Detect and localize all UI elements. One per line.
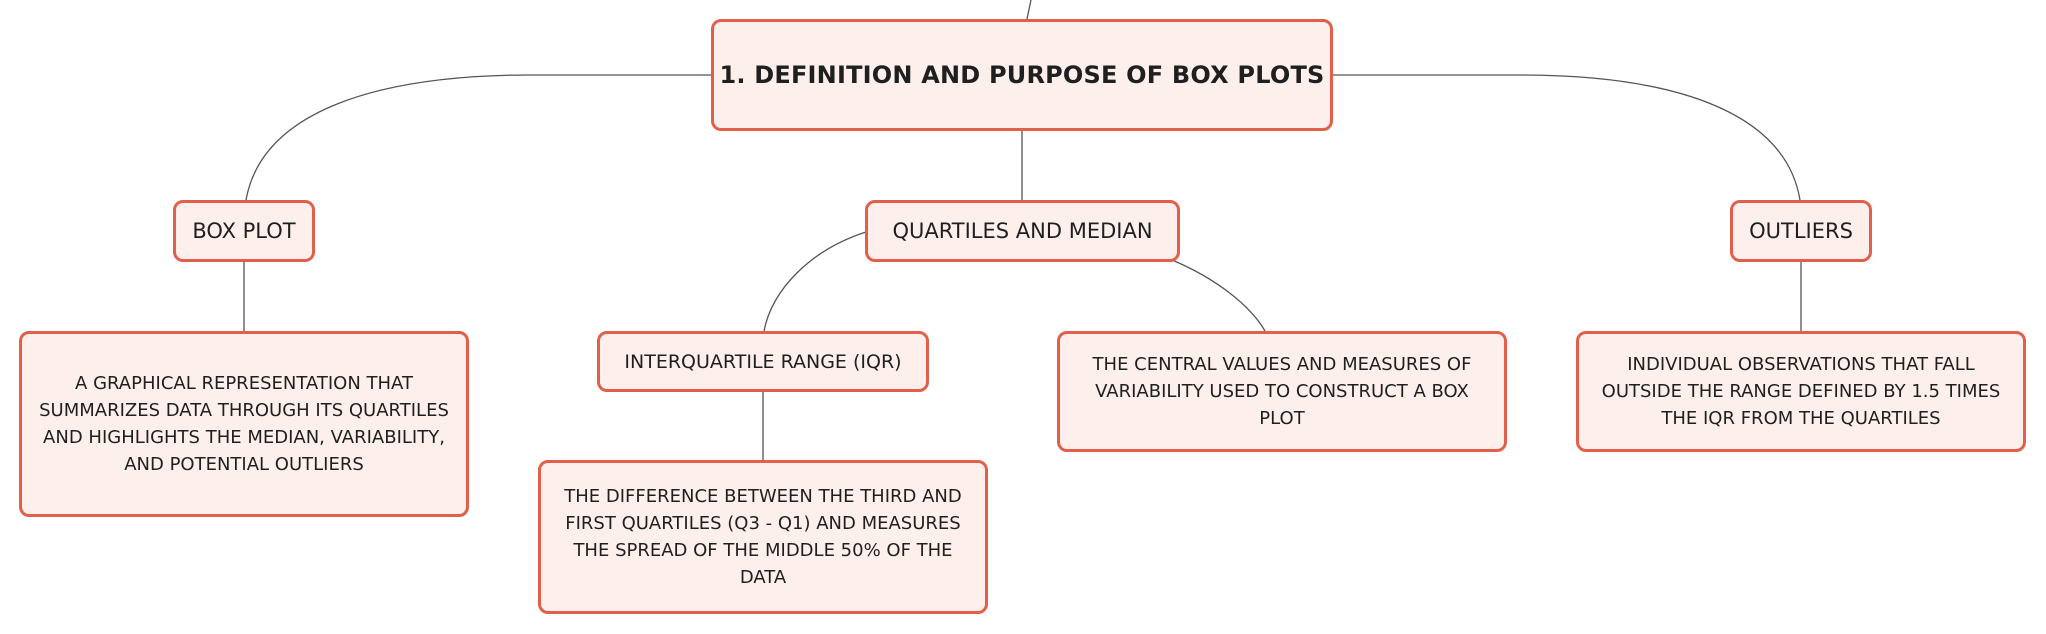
outliers-node-label: OUTLIERS (1749, 219, 1853, 243)
iqr-description-text: THE DIFFERENCE BETWEEN THE THIRD AND FIR… (564, 486, 962, 588)
iqr-description-node[interactable]: THE DIFFERENCE BETWEEN THE THIRD AND FIR… (538, 460, 988, 614)
iqr-node[interactable]: INTERQUARTILE RANGE (IQR) (597, 331, 929, 392)
quartiles-median-node-label: QUARTILES AND MEDIAN (892, 219, 1153, 243)
outliers-description-text: INDIVIDUAL OBSERVATIONS THAT FALL OUTSID… (1601, 354, 2001, 429)
quartiles-median-node[interactable]: QUARTILES AND MEDIAN (865, 200, 1180, 262)
iqr-node-label: INTERQUARTILE RANGE (IQR) (624, 350, 902, 373)
outliers-description-node[interactable]: INDIVIDUAL OBSERVATIONS THAT FALL OUTSID… (1576, 331, 2026, 452)
root-node[interactable]: 1. DEFINITION AND PURPOSE OF BOX PLOTS (711, 19, 1333, 131)
quartiles-description-node[interactable]: THE CENTRAL VALUES AND MEASURES OF VARIA… (1057, 331, 1507, 452)
box-plot-description-node[interactable]: A GRAPHICAL REPRESENTATION THAT SUMMARIZ… (19, 331, 469, 517)
connector-quartiles-iqr (763, 231, 867, 332)
root-node-label: 1. DEFINITION AND PURPOSE OF BOX PLOTS (719, 61, 1325, 89)
box-plot-node[interactable]: BOX PLOT (173, 200, 315, 262)
box-plot-description-text: A GRAPHICAL REPRESENTATION THAT SUMMARIZ… (39, 373, 449, 475)
quartiles-description-text: THE CENTRAL VALUES AND MEASURES OF VARIA… (1092, 354, 1472, 429)
connector-root-box-plot (245, 74, 711, 201)
box-plot-node-label: BOX PLOT (192, 219, 296, 243)
outliers-node[interactable]: OUTLIERS (1730, 200, 1872, 262)
connector-quartiles-description (1171, 259, 1266, 332)
connector-root-outliers (1333, 74, 1801, 201)
connector-incoming-parent (1026, 0, 1032, 20)
